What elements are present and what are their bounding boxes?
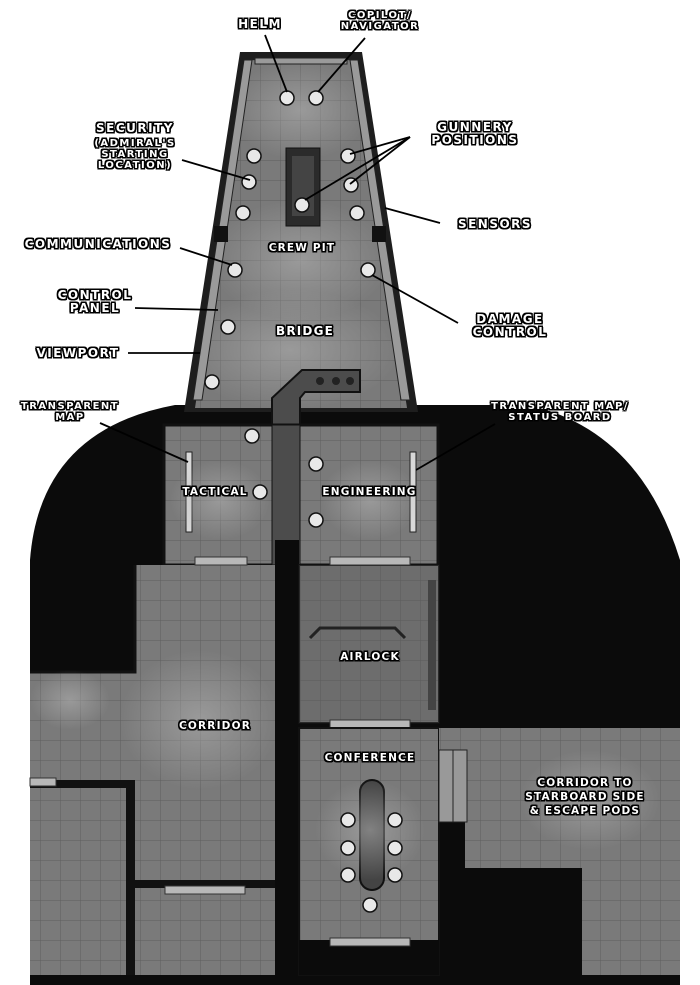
label-corridor-starboard: CORRIDOR TO STARBOARD SIDE & ESCAPE PODS	[525, 777, 645, 817]
label-viewport: VIEWPORT	[36, 346, 120, 360]
sensor-block-left	[214, 226, 228, 242]
label-transparent-map-status-board: TRANSPARENT MAP/ STATUS BOARD	[491, 401, 629, 423]
label-control-panel: CONTROL PANEL	[57, 288, 133, 315]
label-helm: HELM	[238, 17, 282, 31]
sensor-block-right	[372, 226, 386, 242]
label-transparent-map: TRANSPARENT MAP	[20, 401, 120, 423]
chairs	[204, 90, 403, 913]
label-conference: CONFERENCE	[324, 752, 416, 764]
label-tactical: TACTICAL	[182, 486, 248, 498]
label-copilot-navigator: COPILOT/ NAVIGATOR	[340, 10, 420, 32]
label-damage-control: DAMAGE CONTROL	[472, 312, 548, 339]
leader-lines	[99, 34, 496, 471]
label-communications: COMMUNICATIONS	[24, 237, 172, 251]
label-gunnery-positions: GUNNERY POSITIONS	[431, 120, 519, 147]
label-security: SECURITY	[96, 121, 174, 135]
label-engineering: ENGINEERING	[322, 486, 417, 498]
label-corridor: CORRIDOR	[178, 720, 252, 732]
airlock-room	[298, 564, 440, 724]
label-security-note: (ADMIRAL'S STARTING LOCATION)	[94, 138, 176, 171]
label-bridge: BRIDGE	[275, 324, 335, 338]
label-crew-pit: CREW PIT	[268, 242, 336, 254]
label-airlock: AIRLOCK	[340, 651, 400, 663]
label-sensors: SENSORS	[457, 217, 533, 231]
